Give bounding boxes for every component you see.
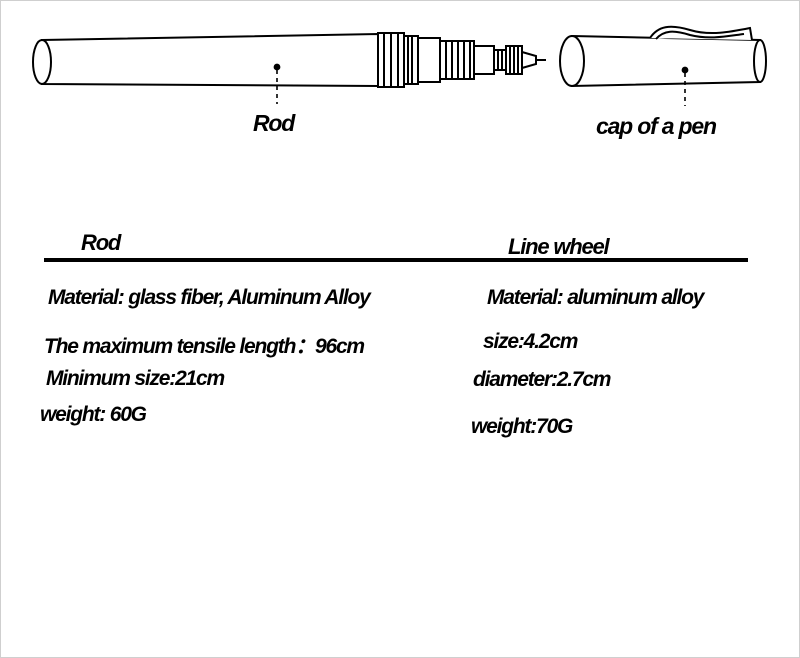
rod-weight: weight: 60G: [40, 403, 147, 426]
rod-max-length: The maximum tensile length：96cm: [44, 335, 365, 358]
line-wheel-weight: weight:70G: [471, 415, 573, 438]
section-divider: [44, 258, 748, 262]
pen-rod-diagram: [32, 25, 767, 106]
rod-leader-dot: [273, 63, 281, 71]
cap-callout-label: cap of a pen: [596, 113, 717, 139]
rod-material: Material: glass fiber, Aluminum Alloy: [48, 286, 371, 309]
pen-cap-illustration: [559, 25, 767, 88]
line-wheel-size: size:4.2cm: [483, 330, 578, 353]
line-wheel-diameter: diameter:2.7cm: [473, 368, 611, 391]
line-wheel-material: Material: aluminum alloy: [487, 286, 704, 309]
line-wheel-illustration: [417, 37, 546, 83]
rod-callout-label: Rod: [253, 110, 295, 136]
rod-body-illustration: [32, 32, 419, 88]
rod-spec-heading: Rod: [81, 230, 121, 255]
cap-leader-dot: [681, 66, 689, 74]
rod-min-size: Minimum size:21cm: [46, 367, 225, 390]
line-wheel-spec-heading: Line wheel: [508, 234, 610, 259]
callout-leaders: [273, 63, 689, 106]
